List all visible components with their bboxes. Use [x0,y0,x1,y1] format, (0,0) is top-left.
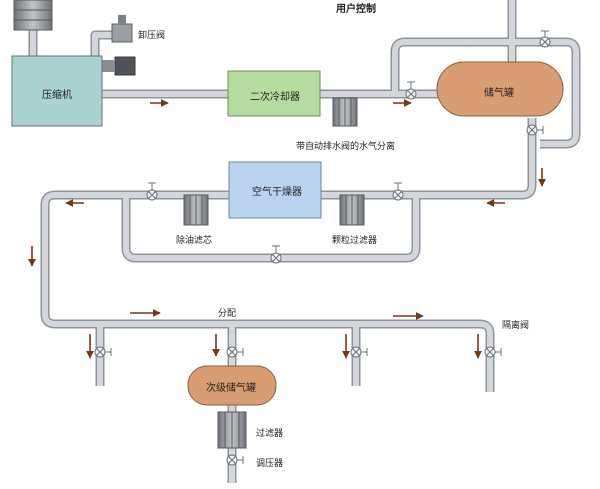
distribution-label: 分配 [218,309,237,319]
valve-icons [94,30,551,466]
secondary-tank [187,365,277,406]
oil-filter-label: 除油滤芯 [176,236,213,246]
compressor-side-unit [114,56,136,76]
isolation-valve-label: 隔离阀 [502,321,530,331]
particle-filter-label: 颗粒过滤器 [332,236,378,246]
drain-separator-label: 带自动排水阀的水气分离 [296,142,396,152]
dryer-box [228,161,322,219]
aftercooler-box [227,70,321,117]
final-filter-icon [217,411,247,449]
secondary-tank-label: 次级储气罐 [206,383,256,394]
oil-filter-icon [183,194,209,226]
drain-separator-icon [332,97,358,127]
diagram-title: 用户控制 [336,4,376,15]
compressor-box [11,55,103,127]
filter-label: 过滤器 [256,429,284,439]
flow-arrows [28,99,546,359]
aftercooler-label: 二次冷却器 [250,92,300,103]
dryer-label: 空气干燥器 [252,187,302,198]
receiver-label: 储气罐 [484,88,514,99]
compressor-label: 压缩机 [42,90,72,101]
unloader-valve-body [111,23,133,43]
compressor-motor [13,0,53,31]
regulator-label: 调压器 [256,459,284,469]
receiver-tank [436,61,564,117]
particle-filter-icon [339,194,365,226]
unloader-valve-label: 卸压阀 [138,31,166,41]
